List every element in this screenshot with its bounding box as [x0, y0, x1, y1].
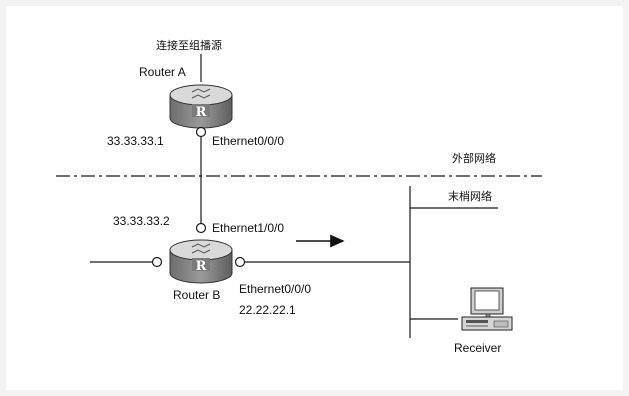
- router-a-interface-label: Ethernet0/0/0: [212, 134, 284, 148]
- router-a-label: Router A: [139, 65, 186, 79]
- router-b-port-left: [151, 256, 163, 268]
- receiver-label: Receiver: [454, 341, 501, 355]
- router-a-glyph: R: [196, 105, 207, 120]
- router-b-port-eth000: [234, 256, 246, 268]
- router-b-glyph: R: [196, 259, 207, 274]
- router-b-icon: R: [169, 239, 233, 284]
- diagram-canvas: [6, 6, 623, 390]
- router-b-interface-lower-label: Ethernet0/0/0: [239, 282, 311, 296]
- stub-network-label: 末梢网络: [448, 189, 492, 203]
- router-b-port-eth100: [195, 222, 207, 234]
- router-a-ip-label: 33.33.33.1: [107, 134, 164, 148]
- router-a-icon: R: [169, 84, 233, 129]
- router-b-ip-lower-label: 22.22.22.1: [239, 303, 296, 317]
- external-network-label: 外部网络: [452, 151, 496, 165]
- multicast-source-link-label: 连接至组播源: [156, 38, 222, 52]
- computer-icon: [461, 287, 513, 331]
- router-a-port-eth000: [195, 126, 207, 138]
- router-b-label: Router B: [173, 288, 220, 302]
- router-b-interface-upper-label: Ethernet1/0/0: [212, 221, 284, 235]
- router-b-ip-upper-label: 33.33.33.2: [113, 214, 170, 228]
